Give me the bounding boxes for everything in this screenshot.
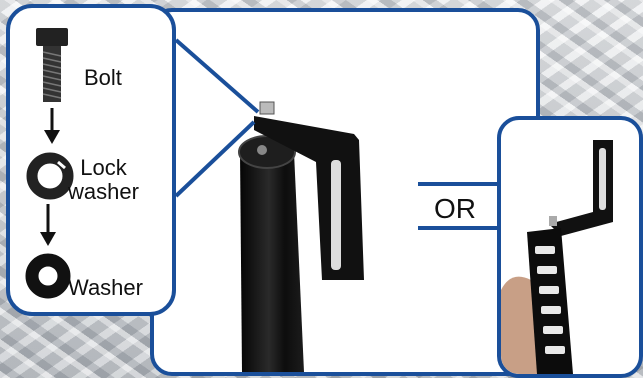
alt-bolt [549,216,557,226]
washer-label: Washer [68,276,143,300]
lock-washer-label: Lock washer [68,156,139,204]
hardware-parts-panel: Bolt Lock washer Washer [6,4,176,316]
or-label: OR [432,193,478,225]
alt-bracket-slot [599,148,606,210]
washer-icon [32,260,64,292]
bolt-icon [36,28,68,102]
alternative-mount-panel [497,116,643,378]
arrow-down-icon [44,108,60,144]
bolt-label: Bolt [84,66,122,90]
lock-washer-icon [32,158,68,194]
arrow-down-icon [40,204,56,246]
alternative-mount-illustration [501,120,639,374]
